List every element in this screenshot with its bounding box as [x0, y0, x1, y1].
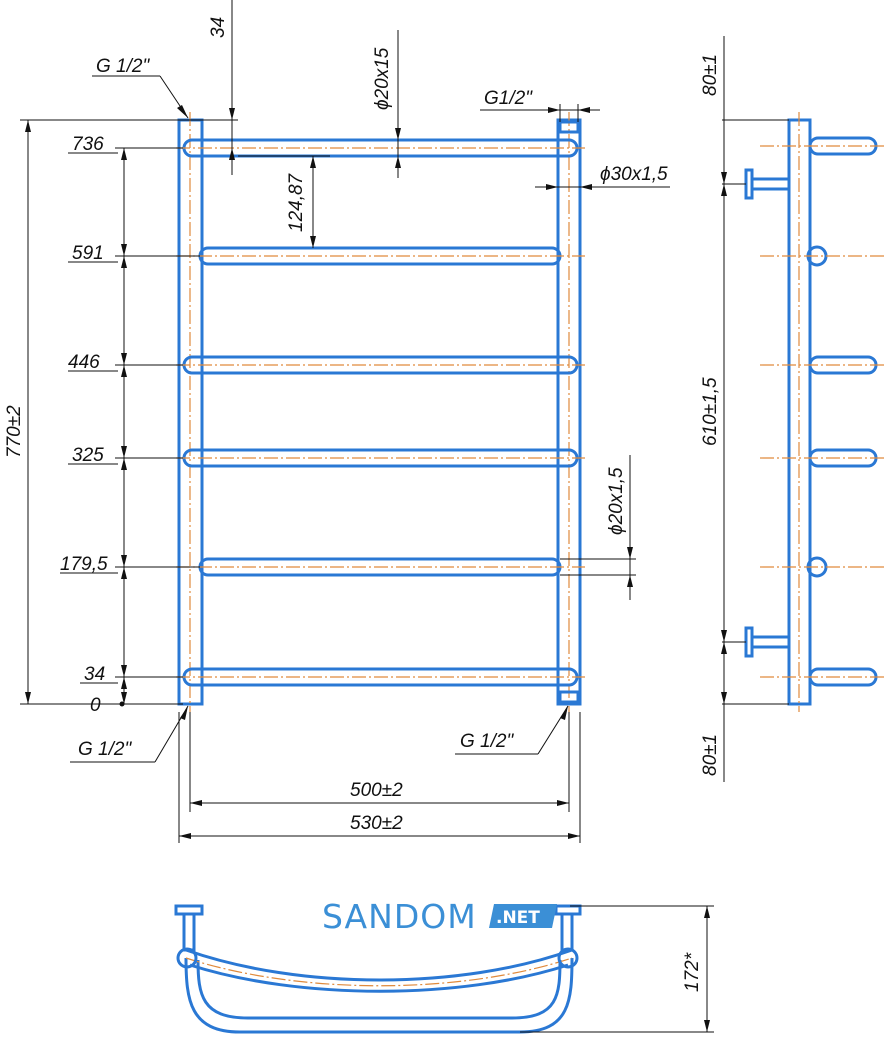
bottom-left-thread-label: G 1/2"	[78, 739, 132, 760]
top-view-outer-loop	[184, 957, 574, 1034]
lower-rung-pipe-dimension	[560, 455, 636, 600]
sandom-logo: SANDOM .NET	[322, 897, 557, 936]
top-offset-dimension	[229, 0, 235, 175]
lower-rung-pipe-label: ϕ20x1,5	[606, 467, 627, 535]
logo-badge	[489, 904, 557, 928]
left-outlet-stem	[182, 912, 196, 952]
top-view-front-bar-outer	[185, 948, 573, 982]
side-pipe-label: ϕ30x1,5	[600, 164, 668, 185]
side-mount-spacing-label: 610±1,5	[700, 377, 721, 446]
bottom-right-thread-label: G 1/2"	[460, 731, 514, 752]
top-view-front-bar-inner	[189, 963, 569, 993]
overall-width-label: 530±2	[350, 813, 403, 834]
depth-label: 172*	[682, 952, 703, 992]
logo-name: SANDOM	[322, 897, 477, 936]
rung-step-dimension	[238, 155, 330, 248]
rung-step-label: 124,87	[286, 172, 307, 232]
overall-height-dimension	[25, 120, 31, 704]
side-top-offset-label: 80±1	[700, 54, 721, 96]
top-offset-label: 34	[208, 17, 229, 38]
bottom-right-fitting	[558, 690, 580, 704]
level-dimension-chain	[121, 148, 127, 704]
level-label-736: 736	[72, 134, 104, 155]
rung-pipe-dimension	[395, 30, 401, 178]
side-view: 80±1 610±1,5 80±1	[700, 36, 885, 782]
front-view: 34 G 1/2" ϕ20x15 G1/2" ϕ30x1,5 124,87 ϕ2…	[4, 0, 670, 843]
level-extension-lines	[20, 119, 238, 707]
top-thread-label: G 1/2"	[96, 56, 150, 77]
level-label-325: 325	[72, 445, 104, 466]
overall-height-label: 770±2	[4, 405, 25, 458]
depth-dimension	[520, 905, 714, 1033]
right-outlet-stem	[560, 912, 574, 952]
thread-leaders	[70, 75, 569, 763]
top-view-inner-loop	[196, 959, 562, 1020]
center-width-label: 500±2	[350, 780, 403, 801]
level-label-179-5: 179,5	[60, 554, 108, 575]
level-label-591: 591	[72, 243, 104, 264]
rung-pipe-label: ϕ20x15	[372, 47, 393, 110]
width-dimensions	[178, 712, 581, 843]
top-right-thread-label: G1/2"	[484, 88, 533, 109]
wall-mount-top	[744, 168, 791, 200]
wall-mount-bottom	[744, 626, 791, 658]
level-label-446: 446	[68, 352, 100, 373]
side-dimension-chain	[721, 36, 789, 782]
top-view: 172*	[174, 904, 714, 1034]
top-right-fitting	[558, 120, 580, 134]
side-bottom-offset-label: 80±1	[700, 734, 721, 776]
level-label-34: 34	[84, 664, 105, 685]
top-right-thread-dimension	[480, 104, 600, 122]
logo-suffix: .NET	[496, 908, 540, 928]
side-pipe-dimension	[535, 184, 670, 190]
level-label-0: 0	[90, 695, 101, 716]
rungs	[176, 138, 585, 687]
